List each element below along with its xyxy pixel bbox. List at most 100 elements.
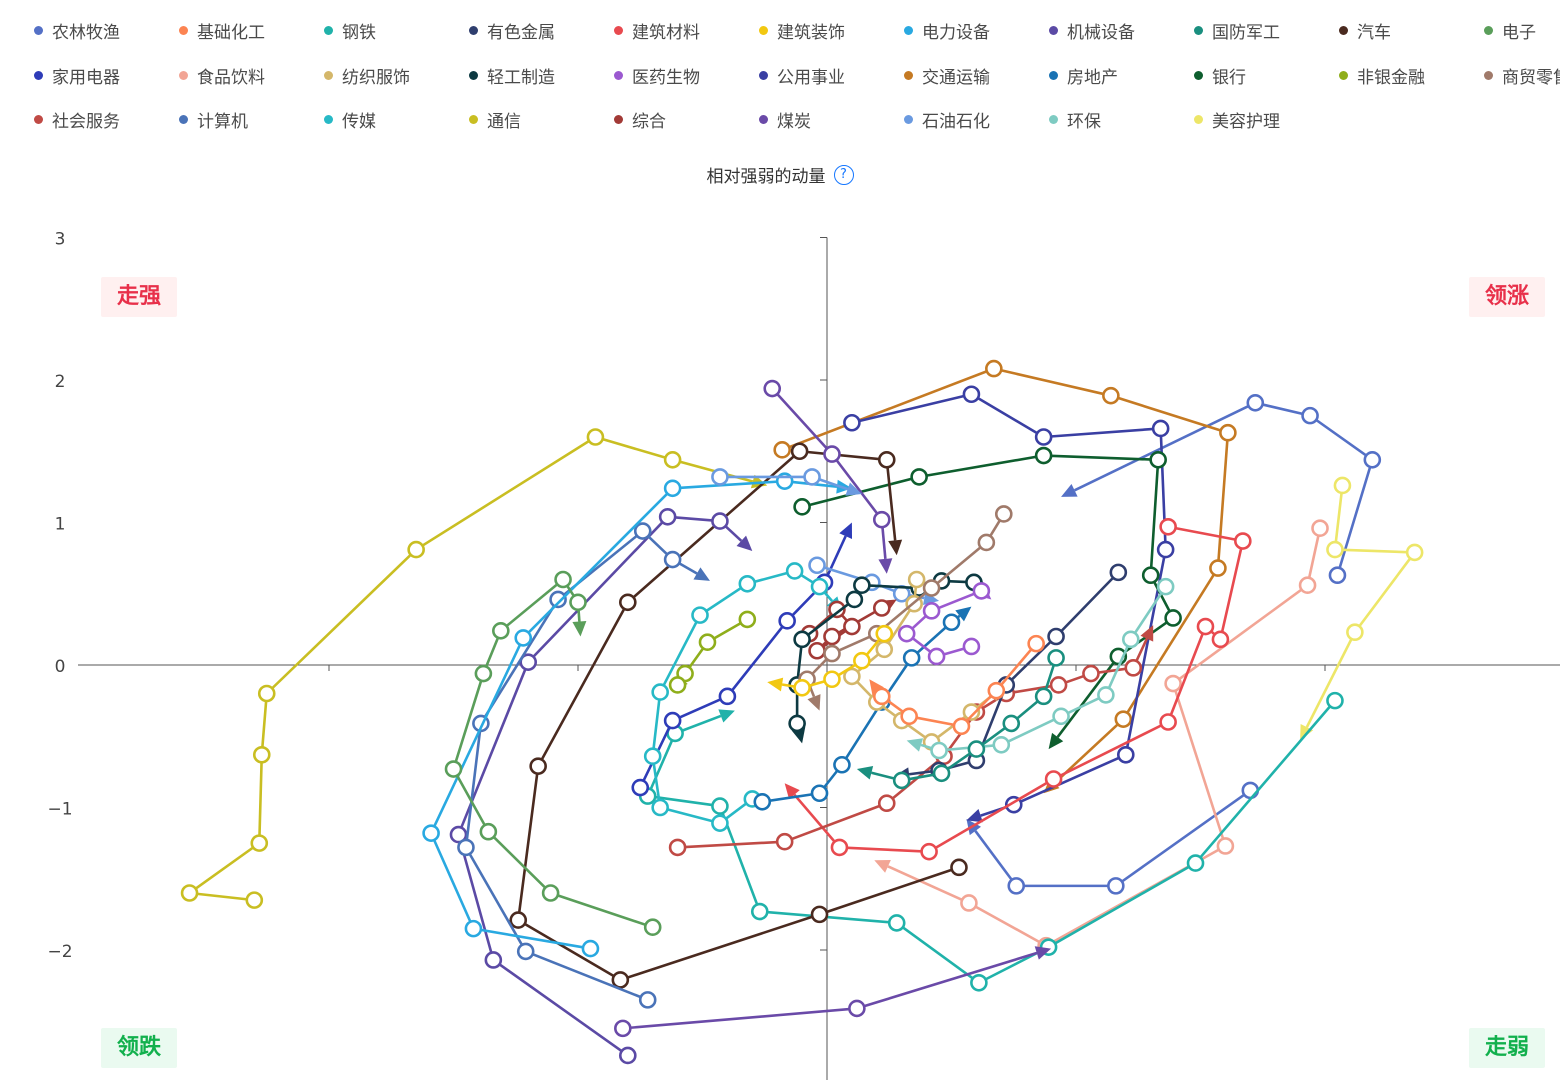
series-point bbox=[569, 593, 587, 612]
series-point bbox=[1156, 540, 1175, 559]
series-point bbox=[907, 570, 926, 589]
legend-item[interactable]: 基础化工 bbox=[179, 18, 265, 43]
series-line bbox=[457, 515, 721, 1057]
series-point bbox=[1298, 576, 1317, 595]
legend-label: 商贸零售 bbox=[1502, 67, 1560, 88]
series-line bbox=[1333, 485, 1416, 634]
legend-item[interactable]: 石油石化 bbox=[904, 107, 990, 132]
legend-item[interactable]: 医药生物 bbox=[614, 63, 700, 88]
series-point bbox=[1151, 419, 1170, 438]
legend-color-dot bbox=[614, 70, 623, 80]
series-line bbox=[1056, 655, 1120, 738]
series-point bbox=[519, 653, 538, 671]
legend-item[interactable]: 交通运输 bbox=[904, 63, 990, 88]
series-line bbox=[938, 585, 1167, 752]
series-trail bbox=[638, 691, 1344, 992]
legend-label: 有色金属 bbox=[487, 23, 555, 43]
series-point bbox=[823, 670, 841, 689]
legend-color-dot bbox=[469, 70, 478, 80]
legend-item[interactable]: 国防军工 bbox=[1194, 18, 1280, 43]
legend-item[interactable]: 有色金属 bbox=[469, 18, 555, 43]
help-icon[interactable]: ? bbox=[833, 164, 854, 185]
legend-color-dot bbox=[759, 70, 768, 80]
series-point bbox=[1363, 450, 1382, 469]
series-point bbox=[810, 905, 829, 924]
series-trail bbox=[631, 522, 853, 797]
series-point bbox=[1209, 559, 1227, 577]
legend-item[interactable]: 非银金融 bbox=[1339, 63, 1425, 88]
quadrant-label-weakening: 走弱 bbox=[1469, 1028, 1546, 1068]
legend-item[interactable]: 商贸零售 bbox=[1484, 63, 1560, 88]
legend-item[interactable]: 纺织服饰 bbox=[324, 63, 410, 88]
series-point bbox=[633, 522, 652, 540]
series-line bbox=[885, 459, 897, 541]
legend-item[interactable]: 社会服务 bbox=[34, 107, 120, 132]
series-point bbox=[668, 676, 687, 694]
legend-item[interactable]: 煤炭 bbox=[759, 107, 811, 132]
legend-item[interactable]: 电子 bbox=[1484, 18, 1536, 43]
chart-title: 相对强弱的动量? bbox=[0, 162, 1560, 187]
series-line bbox=[801, 632, 886, 690]
legend-item[interactable]: 综合 bbox=[614, 107, 666, 132]
series-line bbox=[452, 578, 654, 929]
series-point bbox=[788, 714, 806, 733]
series-point bbox=[808, 556, 826, 575]
series-point bbox=[643, 747, 662, 766]
series-point bbox=[663, 711, 682, 730]
legend-item[interactable]: 美容护理 bbox=[1194, 107, 1280, 132]
series-point bbox=[962, 703, 981, 721]
chart-title-text: 相对强弱的动量 bbox=[706, 167, 826, 187]
series-trail bbox=[897, 582, 992, 666]
series-line bbox=[1073, 401, 1256, 492]
series-trail bbox=[767, 624, 894, 697]
legend-item[interactable]: 环保 bbox=[1049, 107, 1101, 132]
series-point bbox=[987, 681, 1006, 700]
series-point bbox=[618, 593, 637, 612]
series-trail bbox=[422, 472, 852, 958]
legend-item[interactable]: 传媒 bbox=[324, 107, 376, 132]
series-point bbox=[1049, 676, 1068, 694]
legend-item[interactable]: 通信 bbox=[469, 107, 521, 132]
legend-color-dot bbox=[1194, 70, 1203, 80]
legend-item[interactable]: 食品饮料 bbox=[179, 63, 265, 88]
legend-item[interactable]: 轻工制造 bbox=[469, 63, 555, 88]
legend-item[interactable]: 计算机 bbox=[179, 107, 248, 132]
series-point bbox=[1333, 476, 1352, 495]
series-point bbox=[994, 505, 1013, 523]
legend-color-dot bbox=[759, 115, 768, 124]
series-point bbox=[872, 599, 891, 617]
series-point bbox=[962, 385, 981, 404]
series-point bbox=[407, 540, 425, 559]
series-trail bbox=[966, 781, 1260, 895]
series-trail bbox=[1061, 393, 1382, 585]
legend-label: 电力设备 bbox=[922, 23, 990, 43]
legend-item[interactable]: 钢铁 bbox=[324, 18, 376, 43]
legend-item[interactable]: 建筑装饰 bbox=[759, 18, 845, 43]
series-point bbox=[843, 617, 861, 636]
series-arrow-head bbox=[718, 709, 735, 723]
series-point bbox=[252, 745, 271, 764]
legend-item[interactable]: 电力设备 bbox=[904, 18, 990, 43]
series-point bbox=[977, 533, 996, 552]
legend-item[interactable]: 银行 bbox=[1194, 63, 1246, 88]
series-point bbox=[793, 630, 811, 649]
legend-item[interactable]: 汽车 bbox=[1339, 18, 1391, 43]
legend-item[interactable]: 公用事业 bbox=[759, 63, 845, 88]
legend-item[interactable]: 房地产 bbox=[1049, 63, 1118, 88]
legend-item[interactable]: 建筑材料 bbox=[614, 18, 700, 43]
series-point bbox=[1117, 745, 1135, 764]
legend-item[interactable]: 机械设备 bbox=[1049, 18, 1135, 43]
series-point bbox=[763, 379, 782, 398]
series-point bbox=[830, 838, 849, 857]
legend-label: 房地产 bbox=[1067, 67, 1118, 88]
series-trail bbox=[457, 522, 710, 1009]
series-point bbox=[474, 664, 493, 683]
legend-color-dot bbox=[469, 115, 478, 124]
legend-label: 建筑材料 bbox=[632, 23, 700, 43]
legend-color-dot bbox=[1194, 26, 1203, 35]
legend-item[interactable]: 家用电器 bbox=[34, 63, 120, 88]
legend-item[interactable]: 农林牧渔 bbox=[34, 18, 120, 43]
series-trail bbox=[1300, 476, 1424, 741]
series-arrow-head bbox=[736, 535, 753, 551]
series-point bbox=[711, 512, 729, 530]
